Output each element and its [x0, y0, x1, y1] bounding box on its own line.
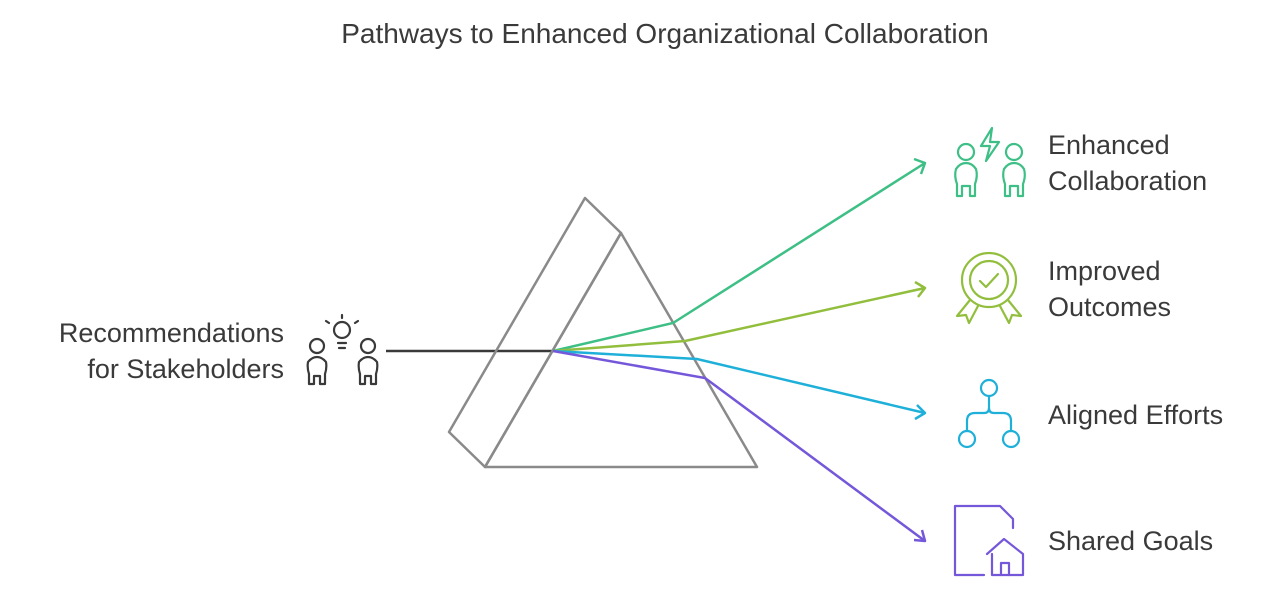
output-label-line1: Improved [1048, 256, 1161, 286]
output-label-line2: Collaboration [1048, 166, 1208, 196]
document-home-icon [953, 504, 1025, 577]
hierarchy-nodes-icon [957, 378, 1021, 449]
award-badge-icon [955, 251, 1023, 325]
output-beam-aligned [552, 349, 927, 421]
output-beam-shared [552, 349, 927, 543]
collaboration-people-icon [954, 126, 1026, 198]
output-label-improved-outcomes: Improved Outcomes [1048, 253, 1171, 325]
input-label-line2: for Stakeholders [87, 354, 284, 384]
output-label-aligned-efforts: Aligned Efforts [1048, 397, 1223, 433]
output-beam-improved [552, 280, 927, 353]
input-label: Recommendations for Stakeholders [59, 315, 284, 387]
output-label-line1: Shared Goals [1048, 526, 1214, 556]
output-label-shared-goals: Shared Goals [1048, 523, 1213, 559]
diagram-title: Pathways to Enhanced Organizational Coll… [341, 18, 989, 49]
output-label-line1: Enhanced [1048, 130, 1170, 160]
output-label-line1: Aligned Efforts [1048, 400, 1224, 430]
output-beam-enhanced [552, 157, 927, 353]
output-label-line2: Outcomes [1048, 292, 1172, 322]
input-label-line1: Recommendations [58, 318, 284, 348]
output-label-enhanced-collaboration: Enhanced Collaboration [1048, 127, 1207, 199]
people-idea-icon [306, 313, 379, 386]
prism [447, 196, 759, 469]
